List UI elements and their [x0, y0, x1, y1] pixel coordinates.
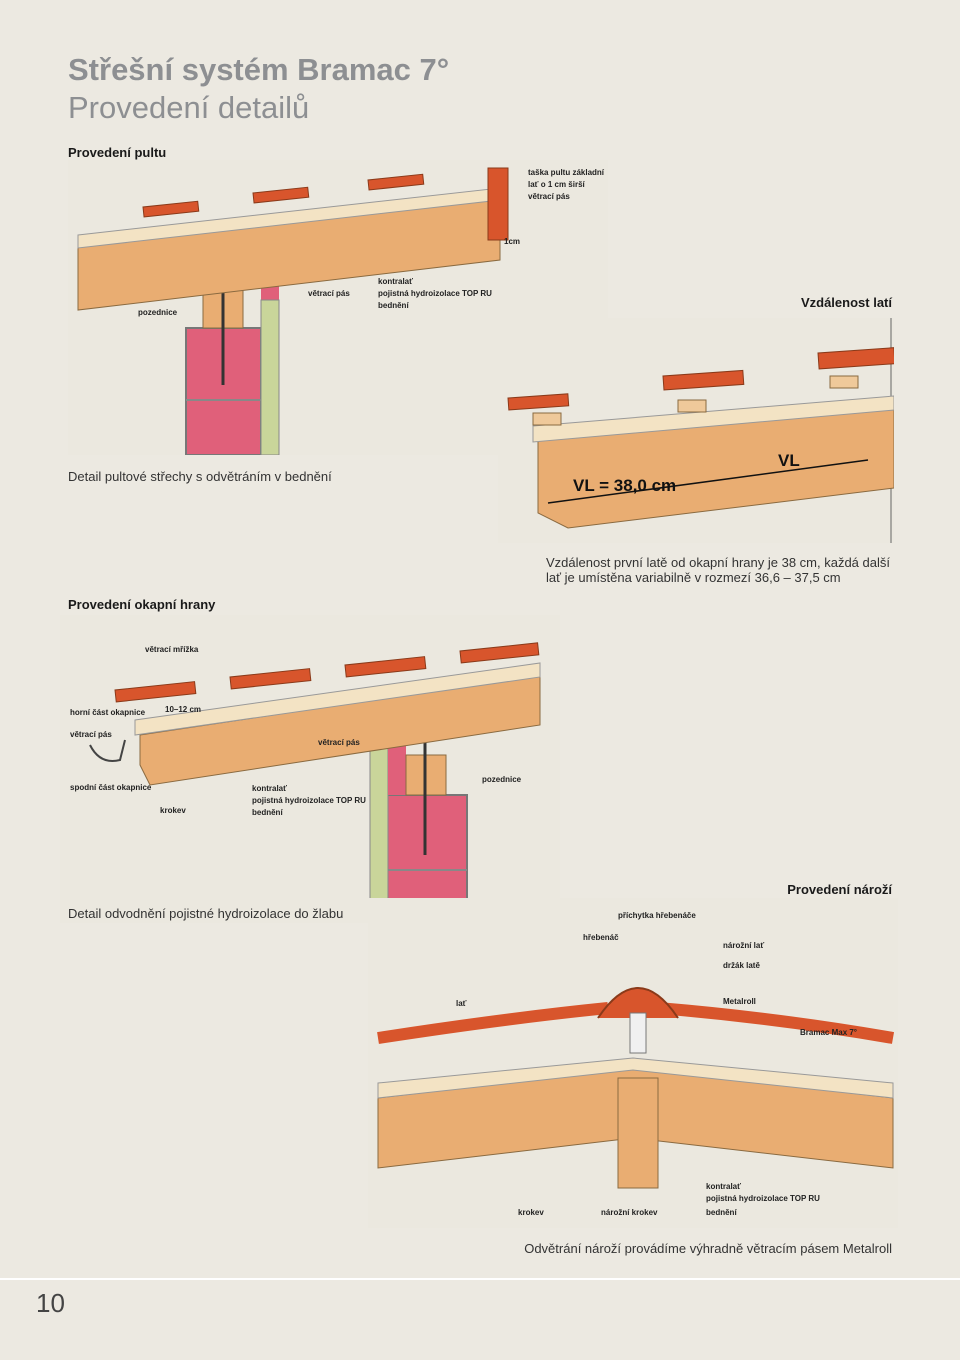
- label: krokev: [160, 806, 186, 815]
- label: bednění: [252, 808, 283, 817]
- page-title: Střešní systém Bramac 7°: [68, 52, 450, 87]
- label: větrací pás: [318, 738, 360, 747]
- label: krokev: [518, 1208, 544, 1217]
- label: hřebenáč: [583, 933, 619, 942]
- label: Metalroll: [723, 997, 756, 1006]
- label: kontralať: [706, 1182, 741, 1191]
- label: kontralať: [378, 277, 413, 286]
- label: větrací pás: [528, 192, 570, 201]
- label: pozednice: [482, 775, 522, 784]
- caption-lati-1: Vzdálenost první latě od okapní hrany je…: [546, 555, 890, 570]
- label: 10–12 cm: [165, 705, 201, 714]
- label: pojistná hydroizolace TOP RU: [378, 289, 492, 298]
- vl-label: VL: [778, 451, 800, 470]
- label: držák latě: [723, 961, 760, 970]
- label: lať: [456, 999, 467, 1008]
- label: větrací pás: [308, 289, 350, 298]
- caption-lati-2: lať je umístěna variabilně v rozmezí 36,…: [546, 570, 841, 585]
- label: příchytka hřebenáče: [618, 911, 696, 920]
- diagram-lati: VL = 38,0 cm VL: [498, 318, 894, 543]
- label: horní část okapnice: [70, 708, 146, 717]
- vl-label: VL = 38,0 cm: [573, 476, 676, 495]
- label: Bramac Max 7°: [800, 1028, 857, 1037]
- heading-pult: Provedení pultu: [68, 145, 167, 160]
- caption-okap: Detail odvodnění pojistné hydroizolace d…: [68, 906, 344, 921]
- diagram-pult: taška pultu základní lať o 1 cm širší vě…: [68, 160, 608, 455]
- caption-narozi: Odvětrání nároží provádíme výhradně větr…: [524, 1241, 892, 1256]
- heading-lati: Vzdálenost latí: [800, 295, 892, 310]
- diagram-narozi: příchytka hřebenáče hřebenáč nárožní lať…: [368, 898, 898, 1228]
- label: 1cm: [504, 237, 520, 246]
- label: větrací mřížka: [145, 645, 199, 654]
- label: spodní část okapnice: [70, 783, 152, 792]
- page-number: 10: [36, 1288, 65, 1318]
- label: větrací pás: [70, 730, 112, 739]
- heading-okap: Provedení okapní hrany: [68, 597, 216, 612]
- footer: [0, 1278, 960, 1360]
- label: pojistná hydroizolace TOP RU: [252, 796, 366, 805]
- label: pojistná hydroizolace TOP RU: [706, 1194, 820, 1203]
- label: lať o 1 cm širší: [528, 180, 586, 189]
- label: bednění: [378, 301, 409, 310]
- label: pozednice: [138, 308, 178, 317]
- label: bednění: [706, 1208, 737, 1217]
- diagram-okap: větrací mřížka horní část okapnice větra…: [60, 615, 560, 923]
- label: nárožní lať: [723, 941, 764, 950]
- label: kontralať: [252, 784, 287, 793]
- label: nárožní krokev: [601, 1208, 658, 1217]
- heading-narozi: Provedení nároží: [787, 882, 892, 897]
- label: taška pultu základní: [528, 168, 605, 177]
- page-subtitle: Provedení detailů: [68, 90, 310, 125]
- caption-pult: Detail pultové střechy s odvětráním v be…: [68, 469, 332, 484]
